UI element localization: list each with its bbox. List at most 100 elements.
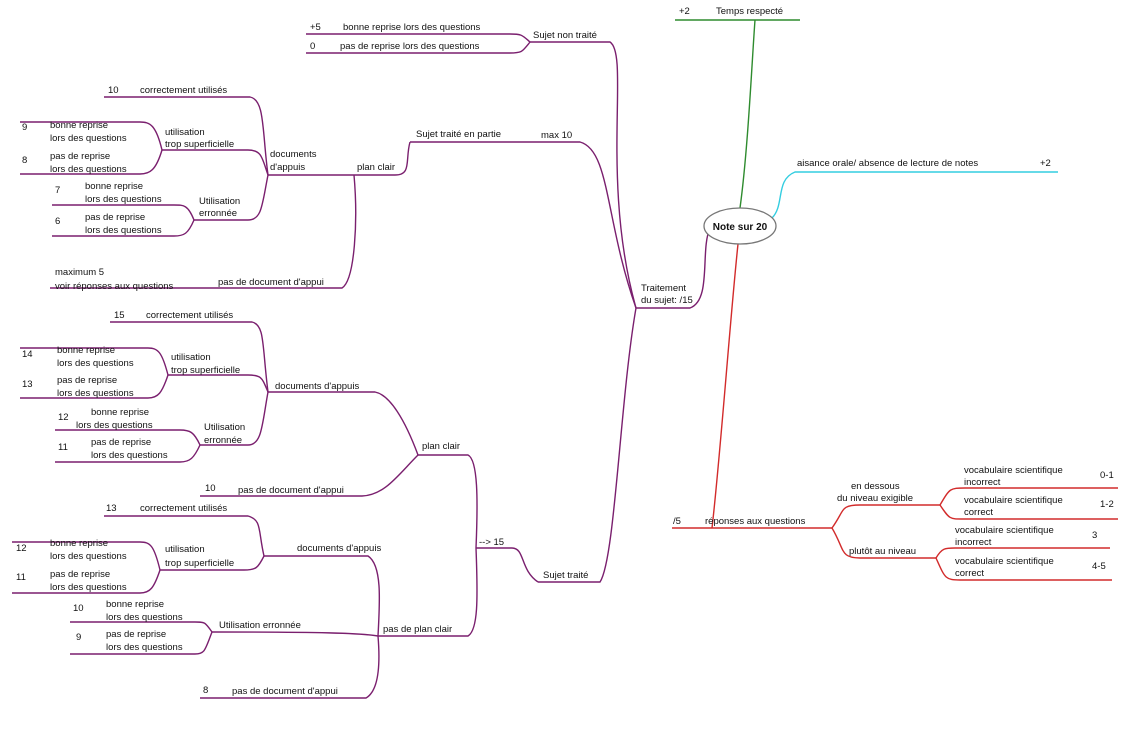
below-item-2-line2: correct [964,507,993,518]
branch-oral: aisance orale/ absence de lecture de not… [771,158,1058,219]
full-plan-sup-item-2-line1: pas de reprise [57,375,117,386]
connector [939,504,1118,520]
partial-docs-line2: d'appuis [270,162,305,173]
connector [110,321,269,393]
connector [306,33,531,43]
level-item-1-line1: vocabulaire scientifique [955,525,1054,536]
below-item-1-line1: vocabulaire scientifique [964,465,1063,476]
connector [935,547,1110,559]
treatment-line2: du sujet: /15 [641,295,693,306]
connector [104,515,265,557]
full-plan-sup-item-1-line1: bonne reprise [57,345,115,356]
connector [55,429,201,446]
partial-wrong-line1: Utilisation [199,196,240,207]
below-item-2-line1: vocabulaire scientifique [964,495,1063,506]
connector [52,204,195,221]
connector [935,557,1112,581]
connector [70,621,213,633]
full-plan-wrong-item-2-score: 11 [58,442,68,453]
level-item-2-score: 4-5 [1092,561,1106,572]
not-treated-item-1-label: bonne reprise lors des questions [343,22,481,33]
connector [200,391,269,446]
connector [20,149,163,175]
not-treated-item-2-score: 0 [310,41,315,52]
partial-plan: plan clair [357,162,395,173]
connector [831,504,940,529]
full-plan-sup-item-1-line2: lors des questions [57,358,134,369]
level-item-1-line2: incorrect [955,537,992,548]
full-noplan-sup-item-1-line2: lors des questions [50,551,127,562]
center-label: Note sur 20 [713,222,768,233]
connector [194,174,269,221]
connector [20,347,169,376]
full-noplan-wrong-item-1-line1: bonne reprise [106,599,164,610]
full-max: --> 15 [479,537,504,548]
full-noplan-docs: documents d'appuis [297,543,381,554]
full-plan-nodoc-score: 10 [205,483,216,494]
treatment-line1: Traitement [641,283,686,294]
full-plan-correct-score: 15 [114,310,125,321]
connector [211,631,379,637]
connector [771,171,1058,219]
full-noplan-correct-label: correctement utilisés [140,503,227,514]
center-node[interactable]: Note sur 20 [703,207,777,245]
full-noplan-wrong-item-1-line2: lors des questions [106,612,183,623]
partial-sup-item-2-line1: pas de reprise [50,151,110,162]
partial-sup-line2: trop superficielle [165,139,234,150]
full-noplan-wrong-label: Utilisation erronnée [219,620,301,631]
not-treated-item-1-score: +5 [310,22,321,33]
partial-wrong-item-2-score: 6 [55,216,60,227]
connector [306,41,531,54]
partial-correct-label: correctement utilisés [140,85,227,96]
full-plan-wrong-item-1-line2: lors des questions [76,420,153,431]
partial-correct-score: 10 [108,85,119,96]
partial-wrong-item-2-line2: lors des questions [85,225,162,236]
full-noplan-correct-score: 13 [106,503,117,514]
full-noplan-sup-line1: utilisation [165,544,205,555]
partial-sup-item-1-line2: lors des questions [50,133,127,144]
connector [12,541,161,571]
level-item-2-line2: correct [955,568,984,579]
answers-level-label: plutôt au niveau [849,546,916,557]
connector [52,219,195,237]
level-item-1-score: 3 [1092,530,1097,541]
connector [162,149,269,176]
connector [378,547,478,637]
branch-answers: /5 réponses aux questions en dessous du … [672,243,1118,581]
full-noplan-nodoc-label: pas de document d'appui [232,686,338,697]
oral-score: +2 [1040,158,1051,169]
full-noplan-nodoc-score: 8 [203,685,208,696]
partial-wrong-item-2-line1: pas de reprise [85,212,145,223]
full-plan-wrong-item-1-line1: bonne reprise [91,407,149,418]
answers-below-line2: du niveau exigible [837,493,913,504]
full-noplan-sup-item-1-score: 12 [16,543,27,554]
partial-label: Sujet traité en partie [416,129,501,140]
full-noplan-wrong-item-2-line1: pas de reprise [106,629,166,640]
partial-sup-item-2-score: 8 [22,155,27,166]
connector [476,547,539,583]
full-noplan-wrong-item-1-score: 10 [73,603,84,614]
connector [20,374,169,399]
full-plan-nodoc-label: pas de document d'appui [238,485,344,496]
full-noplan-wrong-item-2-score: 9 [76,632,81,643]
connector [739,19,756,209]
center-ellipse [703,207,777,245]
full-plan-sup-line1: utilisation [171,352,211,363]
full-noplan-sup-item-2-line1: pas de reprise [50,569,110,580]
partial-sup-item-1-line1: bonne reprise [50,120,108,131]
full-noplan-sup-item-2-score: 11 [16,572,26,583]
full-plan-label: plan clair [422,441,460,452]
connector [20,121,163,151]
full-plan-sup-item-2-line2: lors des questions [57,388,134,399]
level-item-2-line1: vocabulaire scientifique [955,556,1054,567]
full-noplan-sup-item-2-line2: lors des questions [50,582,127,593]
partial-nodoc-label: pas de document d'appui [218,277,324,288]
full-plan-sup-line2: trop superficielle [171,365,240,376]
below-item-2-score: 1-2 [1100,499,1114,510]
partial-docs-line1: documents [270,149,317,160]
partial-wrong-item-1-line2: lors des questions [85,194,162,205]
connector [160,555,265,571]
full-plan-wrong-item-2-line1: pas de reprise [91,437,151,448]
partial-sup-item-2-line2: lors des questions [50,164,127,175]
